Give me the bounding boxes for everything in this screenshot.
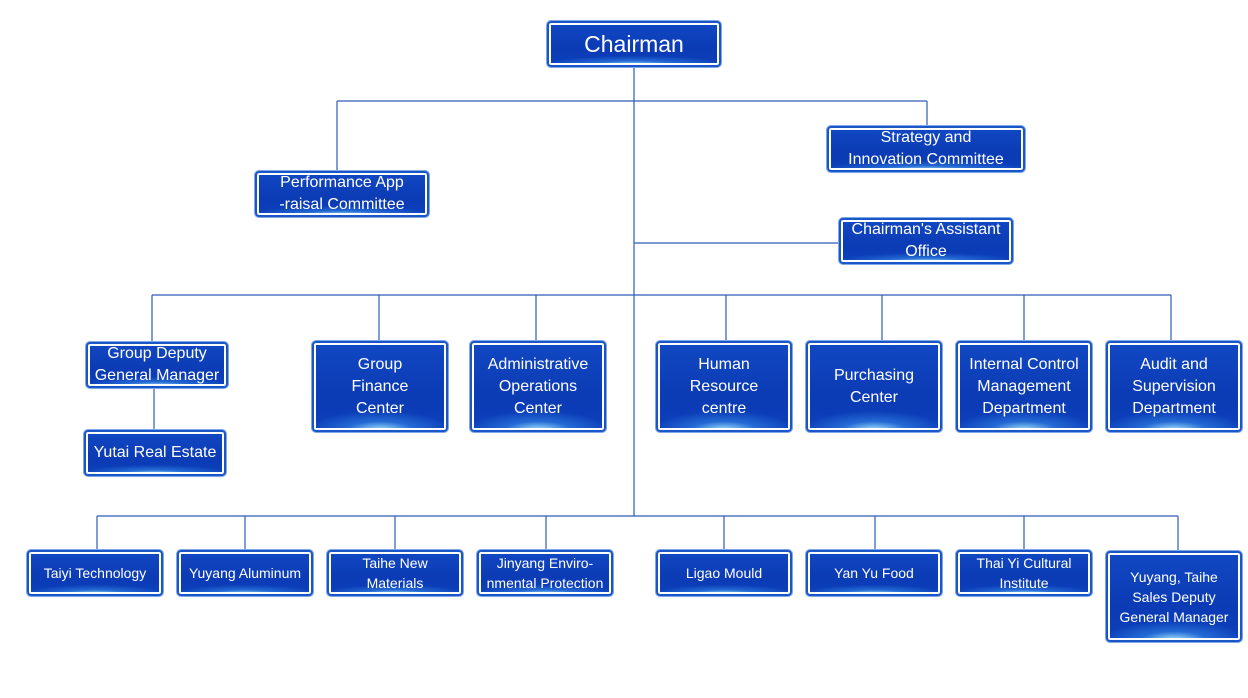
yan-yu-food-box: Yan Yu Food	[806, 550, 942, 596]
taiyi-technology-box: Taiyi Technology	[27, 550, 163, 596]
human-resource-centre-box: Human Resource centre	[656, 341, 792, 432]
yutai-real-estate-box: Yutai Real Estate	[84, 430, 226, 476]
sales-deputy-gm-box: Yuyang, Taihe Sales Deputy General Manag…	[1106, 551, 1242, 642]
chairmans-assistant-office-box: Chairman's Assistant Office	[839, 218, 1013, 264]
internal-control-department-box: Internal Control Management Department	[956, 341, 1092, 432]
chairman-box: Chairman	[547, 21, 721, 67]
yuyang-aluminum-box: Yuyang Aluminum	[177, 550, 313, 596]
performance-appraisal-committee-box: Performance App -raisal Committee	[255, 171, 429, 217]
jinyang-environmental-protection-box: Jinyang Enviro- nmental Protection	[477, 550, 613, 596]
audit-supervision-department-box: Audit and Supervision Department	[1106, 341, 1242, 432]
thai-yi-cultural-institute-box: Thai Yi Cultural Institute	[956, 550, 1092, 596]
strategy-innovation-committee-box: Strategy and Innovation Committee	[827, 126, 1025, 172]
ligao-mould-box: Ligao Mould	[656, 550, 792, 596]
administrative-operations-center-box: Administrative Operations Center	[470, 341, 606, 432]
purchasing-center-box: Purchasing Center	[806, 341, 942, 432]
group-finance-center-box: Group Finance Center	[312, 341, 448, 432]
group-deputy-gm-box: Group Deputy General Manager	[86, 342, 228, 388]
taihe-new-materials-box: Taihe New Materials	[327, 550, 463, 596]
